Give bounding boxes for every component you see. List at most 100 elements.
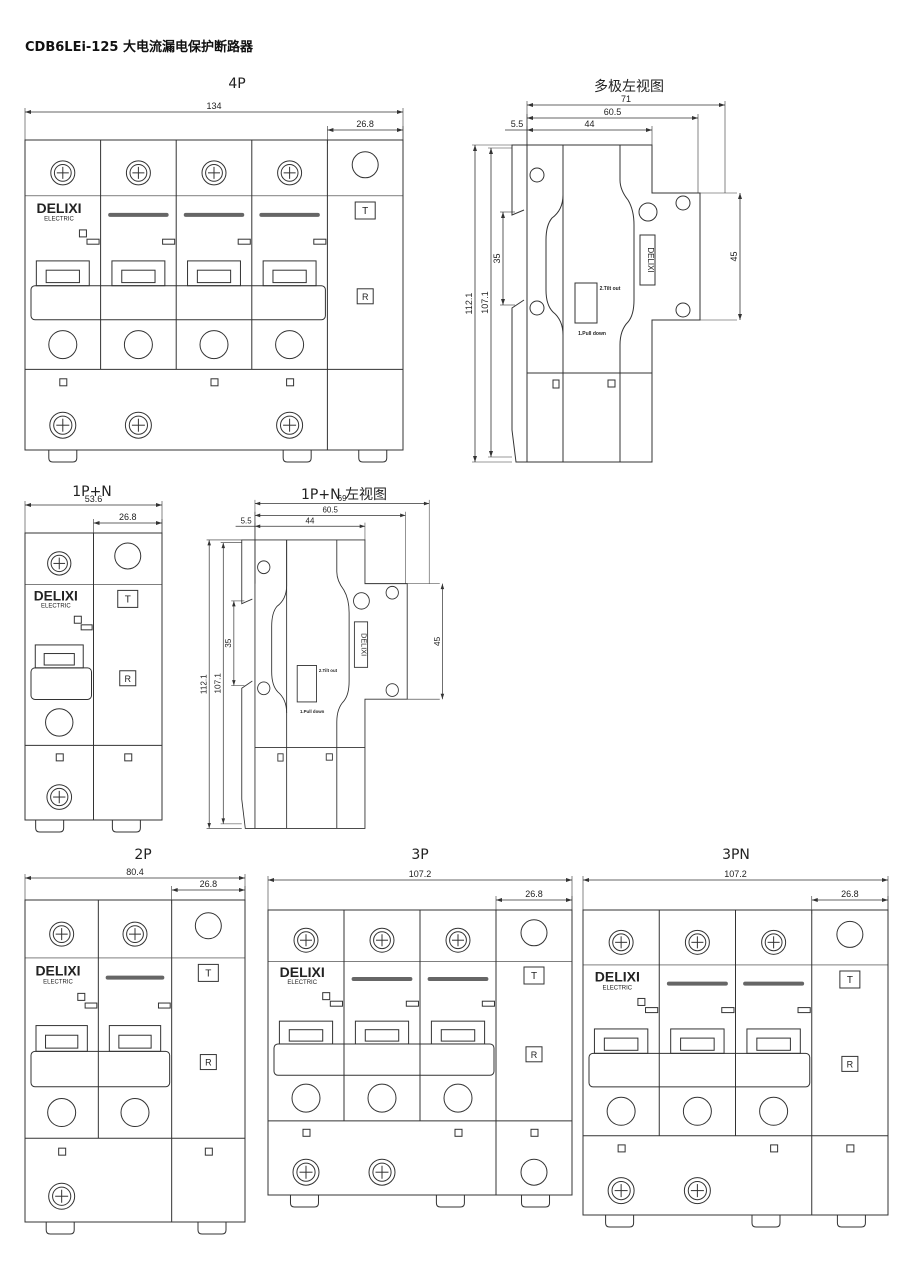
screw-outer — [369, 927, 395, 953]
test-button[interactable]: T — [197, 963, 219, 982]
side-brand-text: DELIXI — [646, 247, 655, 272]
dimension-horizontal: 60.5 — [526, 107, 699, 193]
toggle-handle — [354, 1020, 410, 1045]
screw-outer — [50, 160, 76, 186]
indicator-window — [84, 1002, 98, 1009]
dimension-vertical: 45 — [407, 583, 445, 700]
test-button-label: T — [362, 206, 368, 217]
terminal-screw-icon — [608, 929, 634, 955]
housing-contour — [271, 539, 288, 713]
terminal-hole — [123, 330, 153, 360]
toggle-slot — [756, 1037, 791, 1051]
screw-inner — [688, 933, 707, 952]
terminal-screw-icon — [683, 1177, 711, 1205]
indicator-window — [86, 238, 100, 245]
dimension-vertical: 107.1 — [214, 542, 242, 825]
indicator-window — [481, 1000, 495, 1007]
reset-button[interactable]: R — [525, 1046, 543, 1063]
view-label-3pn: 3PN — [722, 847, 750, 863]
screw-inner — [449, 931, 467, 950]
dimension-label: 26.8 — [119, 512, 137, 522]
screw-outer — [445, 927, 471, 953]
nameplate-bar — [259, 212, 320, 217]
din-clip-foot — [197, 1222, 227, 1235]
terminal-hole — [759, 1096, 789, 1126]
toggle-slot — [121, 269, 156, 284]
terminal-hole — [682, 1096, 712, 1126]
marker-square — [552, 379, 560, 389]
marker-square — [286, 378, 295, 387]
test-button-label: T — [847, 975, 853, 986]
terminal-hole — [291, 1083, 321, 1113]
din-clip-foot — [35, 820, 65, 833]
test-button[interactable]: T — [117, 589, 139, 608]
brand-logo: DELIXI — [280, 964, 325, 980]
dimension-horizontal: 44 — [526, 119, 653, 145]
adjust-knob-icon — [353, 592, 370, 610]
rating-mark-icon — [73, 615, 82, 624]
terminal-hole — [443, 1083, 473, 1113]
din-clip-foot — [289, 1195, 319, 1208]
screw-inner — [764, 933, 783, 952]
reset-button-label: R — [125, 674, 132, 684]
test-module-window — [836, 920, 864, 948]
toggle-handle — [35, 1025, 88, 1052]
screw-outer — [49, 411, 77, 439]
brand-subtitle: ELECTRIC — [41, 604, 71, 610]
terminal-screw-icon — [46, 784, 73, 810]
dimension-label: 35 — [224, 638, 233, 648]
dimension-label: 69 — [338, 494, 347, 503]
screw-outer — [684, 929, 710, 955]
brand-logo: DELIXI — [35, 963, 80, 979]
indicator-window — [797, 1007, 811, 1014]
indicator-window — [157, 1002, 171, 1009]
reset-button[interactable]: R — [356, 288, 374, 305]
brand-logo: DELIXI — [34, 588, 78, 603]
screw-inner — [50, 787, 69, 807]
dimension-label: 107.2 — [724, 869, 747, 879]
terminal-screw-icon — [445, 927, 471, 953]
terminal-screw-icon — [124, 411, 152, 439]
din-rail-clip — [241, 539, 255, 829]
handle-tie-bar — [30, 667, 92, 700]
terminal-screw-icon — [369, 927, 395, 953]
toggle-handle — [670, 1028, 725, 1054]
side-brand-text: DELIXI — [359, 633, 367, 656]
rating-mark-icon — [77, 992, 86, 1001]
side-brand-label — [639, 234, 656, 286]
dimension-label: 112.1 — [200, 674, 209, 694]
din-clip-foot — [48, 450, 78, 463]
dimension-horizontal: 134 — [24, 101, 404, 144]
screw-inner — [129, 163, 148, 182]
mounting-hole — [529, 167, 545, 183]
terminal-screw-icon — [47, 551, 72, 576]
view-label-side-multi: 多极左视图 — [594, 79, 664, 95]
indicator-window — [645, 1007, 659, 1014]
dimension-label: 44 — [584, 119, 594, 129]
indicator-window — [329, 1000, 343, 1007]
marker-square — [302, 1128, 311, 1137]
test-button[interactable]: T — [523, 966, 545, 985]
release-lever — [296, 665, 317, 703]
test-module-window — [520, 919, 548, 947]
terminal-screw-icon — [368, 1158, 396, 1186]
toggle-handle — [34, 644, 84, 669]
instruction-pull-down: 1.Pull down — [578, 331, 606, 337]
dimension-horizontal: 44 — [254, 516, 366, 540]
test-button[interactable]: T — [354, 201, 376, 220]
dimension-vertical: 45 — [700, 192, 742, 321]
dimension-label: 134 — [206, 101, 221, 111]
reset-button[interactable]: R — [119, 670, 137, 687]
nameplate-bar — [351, 976, 413, 981]
test-button-frame — [839, 970, 861, 989]
reset-button[interactable]: R — [199, 1054, 217, 1071]
reset-button[interactable]: R — [841, 1055, 859, 1072]
din-clip-foot — [435, 1195, 465, 1208]
test-button[interactable]: T — [839, 970, 861, 989]
din-clip-foot — [751, 1215, 781, 1228]
screw-outer — [608, 929, 634, 955]
breaker-outline — [24, 139, 404, 451]
dimension-vertical: 107.1 — [480, 147, 512, 458]
toggle-handle — [262, 260, 317, 287]
